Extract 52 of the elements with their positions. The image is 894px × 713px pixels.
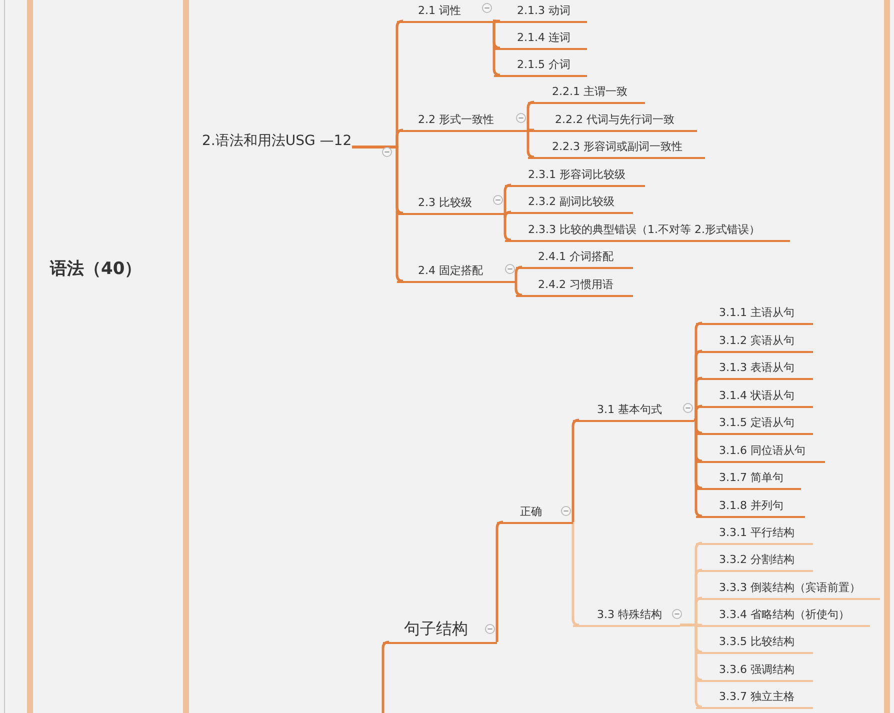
connector-line <box>352 146 404 282</box>
branch-topic: 3.1.6 同位语从句 <box>696 442 825 463</box>
branch-topic: 2.3.2 副词比较级 <box>505 193 633 214</box>
branch-topic: 2.4.1 介词搭配 <box>516 248 633 269</box>
connector-line <box>514 266 522 282</box>
heading-text: 语法（40） <box>50 258 142 280</box>
topic-label: 2.语法和用法USG —12 <box>200 130 352 157</box>
connector-line <box>572 418 580 524</box>
branch-topic: 2.1.5 介词 <box>494 56 587 77</box>
branch-topic: 3.1.5 定语从句 <box>696 414 813 435</box>
branch-topic: 3.3.4 省略结构（祈使句） <box>696 606 870 627</box>
branch-topic: 3.1 基本句式 <box>573 401 694 422</box>
branch-topic: 句子结构 <box>383 617 497 644</box>
column-band <box>27 0 189 713</box>
branch-topic: 2.2 形式一致性 <box>397 111 528 132</box>
connector-line <box>492 20 500 76</box>
branch-topic: 3.3.7 独立主格 <box>696 688 813 709</box>
branch-topic: 2.2.2 代词与先行词一致 <box>528 111 697 132</box>
branch-topic: 3.1.8 并列句 <box>696 497 805 518</box>
branch-topic: 3.3.6 强调结构 <box>696 661 813 682</box>
branch-topic: 2.4 固定搭配 <box>397 262 516 283</box>
branch-topic: 2.1 词性 <box>397 2 493 23</box>
branch-topic: 2.4.2 习惯用语 <box>516 276 633 297</box>
branch-topic: 3.3.2 分割结构 <box>696 551 813 572</box>
branch-topic: 3.3.1 平行结构 <box>696 524 813 545</box>
branch-topic: 3.1.2 宾语从句 <box>696 332 813 353</box>
branch-topic: 2.1.3 动词 <box>494 2 587 23</box>
branch-topic: 3.1.4 状语从句 <box>696 387 813 408</box>
connector-line <box>526 128 534 132</box>
connector-line <box>496 520 504 644</box>
connector-line <box>572 520 580 626</box>
connector-line <box>526 100 534 132</box>
connector-line <box>694 404 702 422</box>
branch-topic: 3.1.7 简单句 <box>696 469 801 490</box>
branch-topic: 3.3.5 比较结构 <box>696 633 813 654</box>
branch-topic: 3.3 特殊结构 <box>573 606 680 627</box>
branch-topic: 2.2.1 主谓一致 <box>528 83 645 104</box>
branch-topic: 2.2.3 形容词或副词一致性 <box>528 138 705 159</box>
branch-topic: 3.1.3 表语从句 <box>696 359 813 380</box>
branch-topic: 2.3.1 形容词比较级 <box>505 166 645 187</box>
branch-topic: 2.1.4 连词 <box>494 29 587 50</box>
branch-topic: 3.3.3 倒装结构（宾语前置） <box>696 579 880 600</box>
branch-topic: 2.3.3 比较的典型错误（1.不对等 2.形式错误） <box>505 221 790 242</box>
connector-line <box>680 624 702 708</box>
connector-line <box>504 184 512 214</box>
branch-topic: 3.1.1 主语从句 <box>696 304 813 325</box>
connector-line <box>694 418 702 518</box>
connector-line <box>514 280 522 296</box>
branch-topic: 2.3 比较级 <box>397 194 505 215</box>
connector-line <box>492 20 500 22</box>
connector-line <box>382 640 390 713</box>
branch-topic: 正确 <box>497 503 573 524</box>
